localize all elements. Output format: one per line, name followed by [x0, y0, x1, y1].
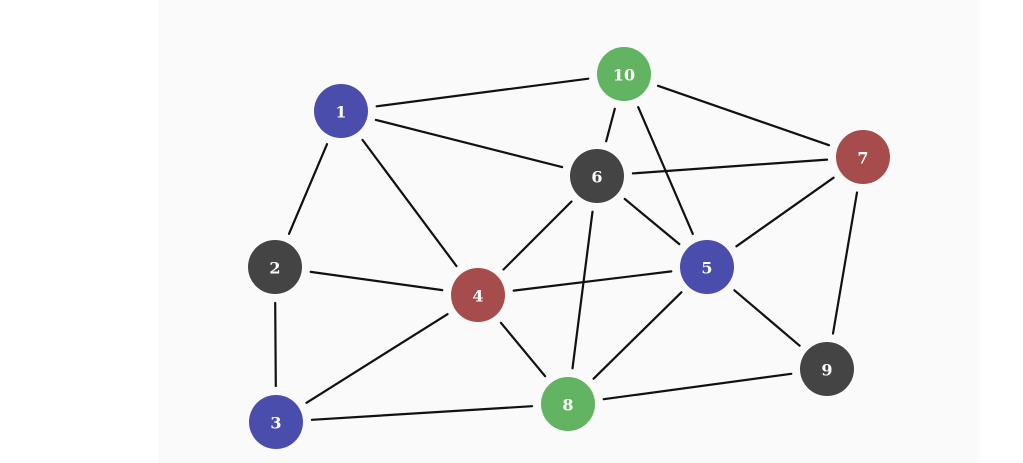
edge-8-9: [602, 372, 793, 401]
node-circle: [451, 268, 505, 322]
node-circle: [249, 395, 303, 449]
edge-10-6: [605, 107, 616, 143]
node-2: 2: [248, 240, 302, 294]
node-label: 8: [562, 396, 573, 415]
nodes-layer: 1 2 3 4 5 6 7 8 9 10: [248, 47, 890, 449]
edge-1-2: [287, 143, 329, 235]
node-circle: [680, 240, 734, 294]
node-3: 3: [249, 395, 303, 449]
edge-10-7: [656, 84, 831, 147]
edge-5-8: [592, 291, 683, 380]
edge-7-5: [735, 176, 835, 248]
edge-4-3: [305, 313, 449, 404]
node-7: 7: [836, 130, 890, 184]
edges-layer: [274, 77, 859, 421]
node-circle: [800, 342, 854, 396]
node-8: 8: [541, 377, 595, 431]
node-label: 4: [472, 287, 483, 306]
node-circle: [570, 149, 624, 203]
edge-2-4: [309, 270, 444, 292]
edge-1-10: [375, 77, 590, 108]
node-circle: [248, 240, 302, 294]
node-circle: [597, 47, 651, 101]
edge-6-7: [631, 158, 829, 175]
node-label: 9: [821, 361, 832, 380]
node-label: 3: [270, 414, 281, 433]
node-label: 1: [335, 103, 346, 122]
edge-4-8: [499, 321, 547, 378]
edge-4-5: [512, 270, 673, 292]
edge-6-5: [623, 197, 681, 246]
node-label: 2: [269, 259, 280, 278]
node-label: 6: [591, 168, 602, 187]
node-circle: [836, 130, 890, 184]
node-9: 9: [800, 342, 854, 396]
edge-1-6: [374, 118, 564, 169]
node-circle: [314, 84, 368, 138]
edge-6-4: [502, 200, 573, 271]
edge-6-8: [571, 210, 594, 370]
node-label: 10: [613, 66, 635, 85]
node-10: 10: [597, 47, 651, 101]
node-6: 6: [570, 149, 624, 203]
edge-7-9: [831, 191, 859, 335]
edge-2-3: [274, 301, 277, 388]
node-label: 5: [701, 259, 712, 278]
edge-3-8: [310, 405, 534, 421]
node-label: 7: [857, 149, 868, 168]
node-5: 5: [680, 240, 734, 294]
node-circle: [541, 377, 595, 431]
edge-5-9: [733, 289, 801, 347]
node-4: 4: [451, 268, 505, 322]
edge-1-4: [361, 138, 458, 268]
node-1: 1: [314, 84, 368, 138]
